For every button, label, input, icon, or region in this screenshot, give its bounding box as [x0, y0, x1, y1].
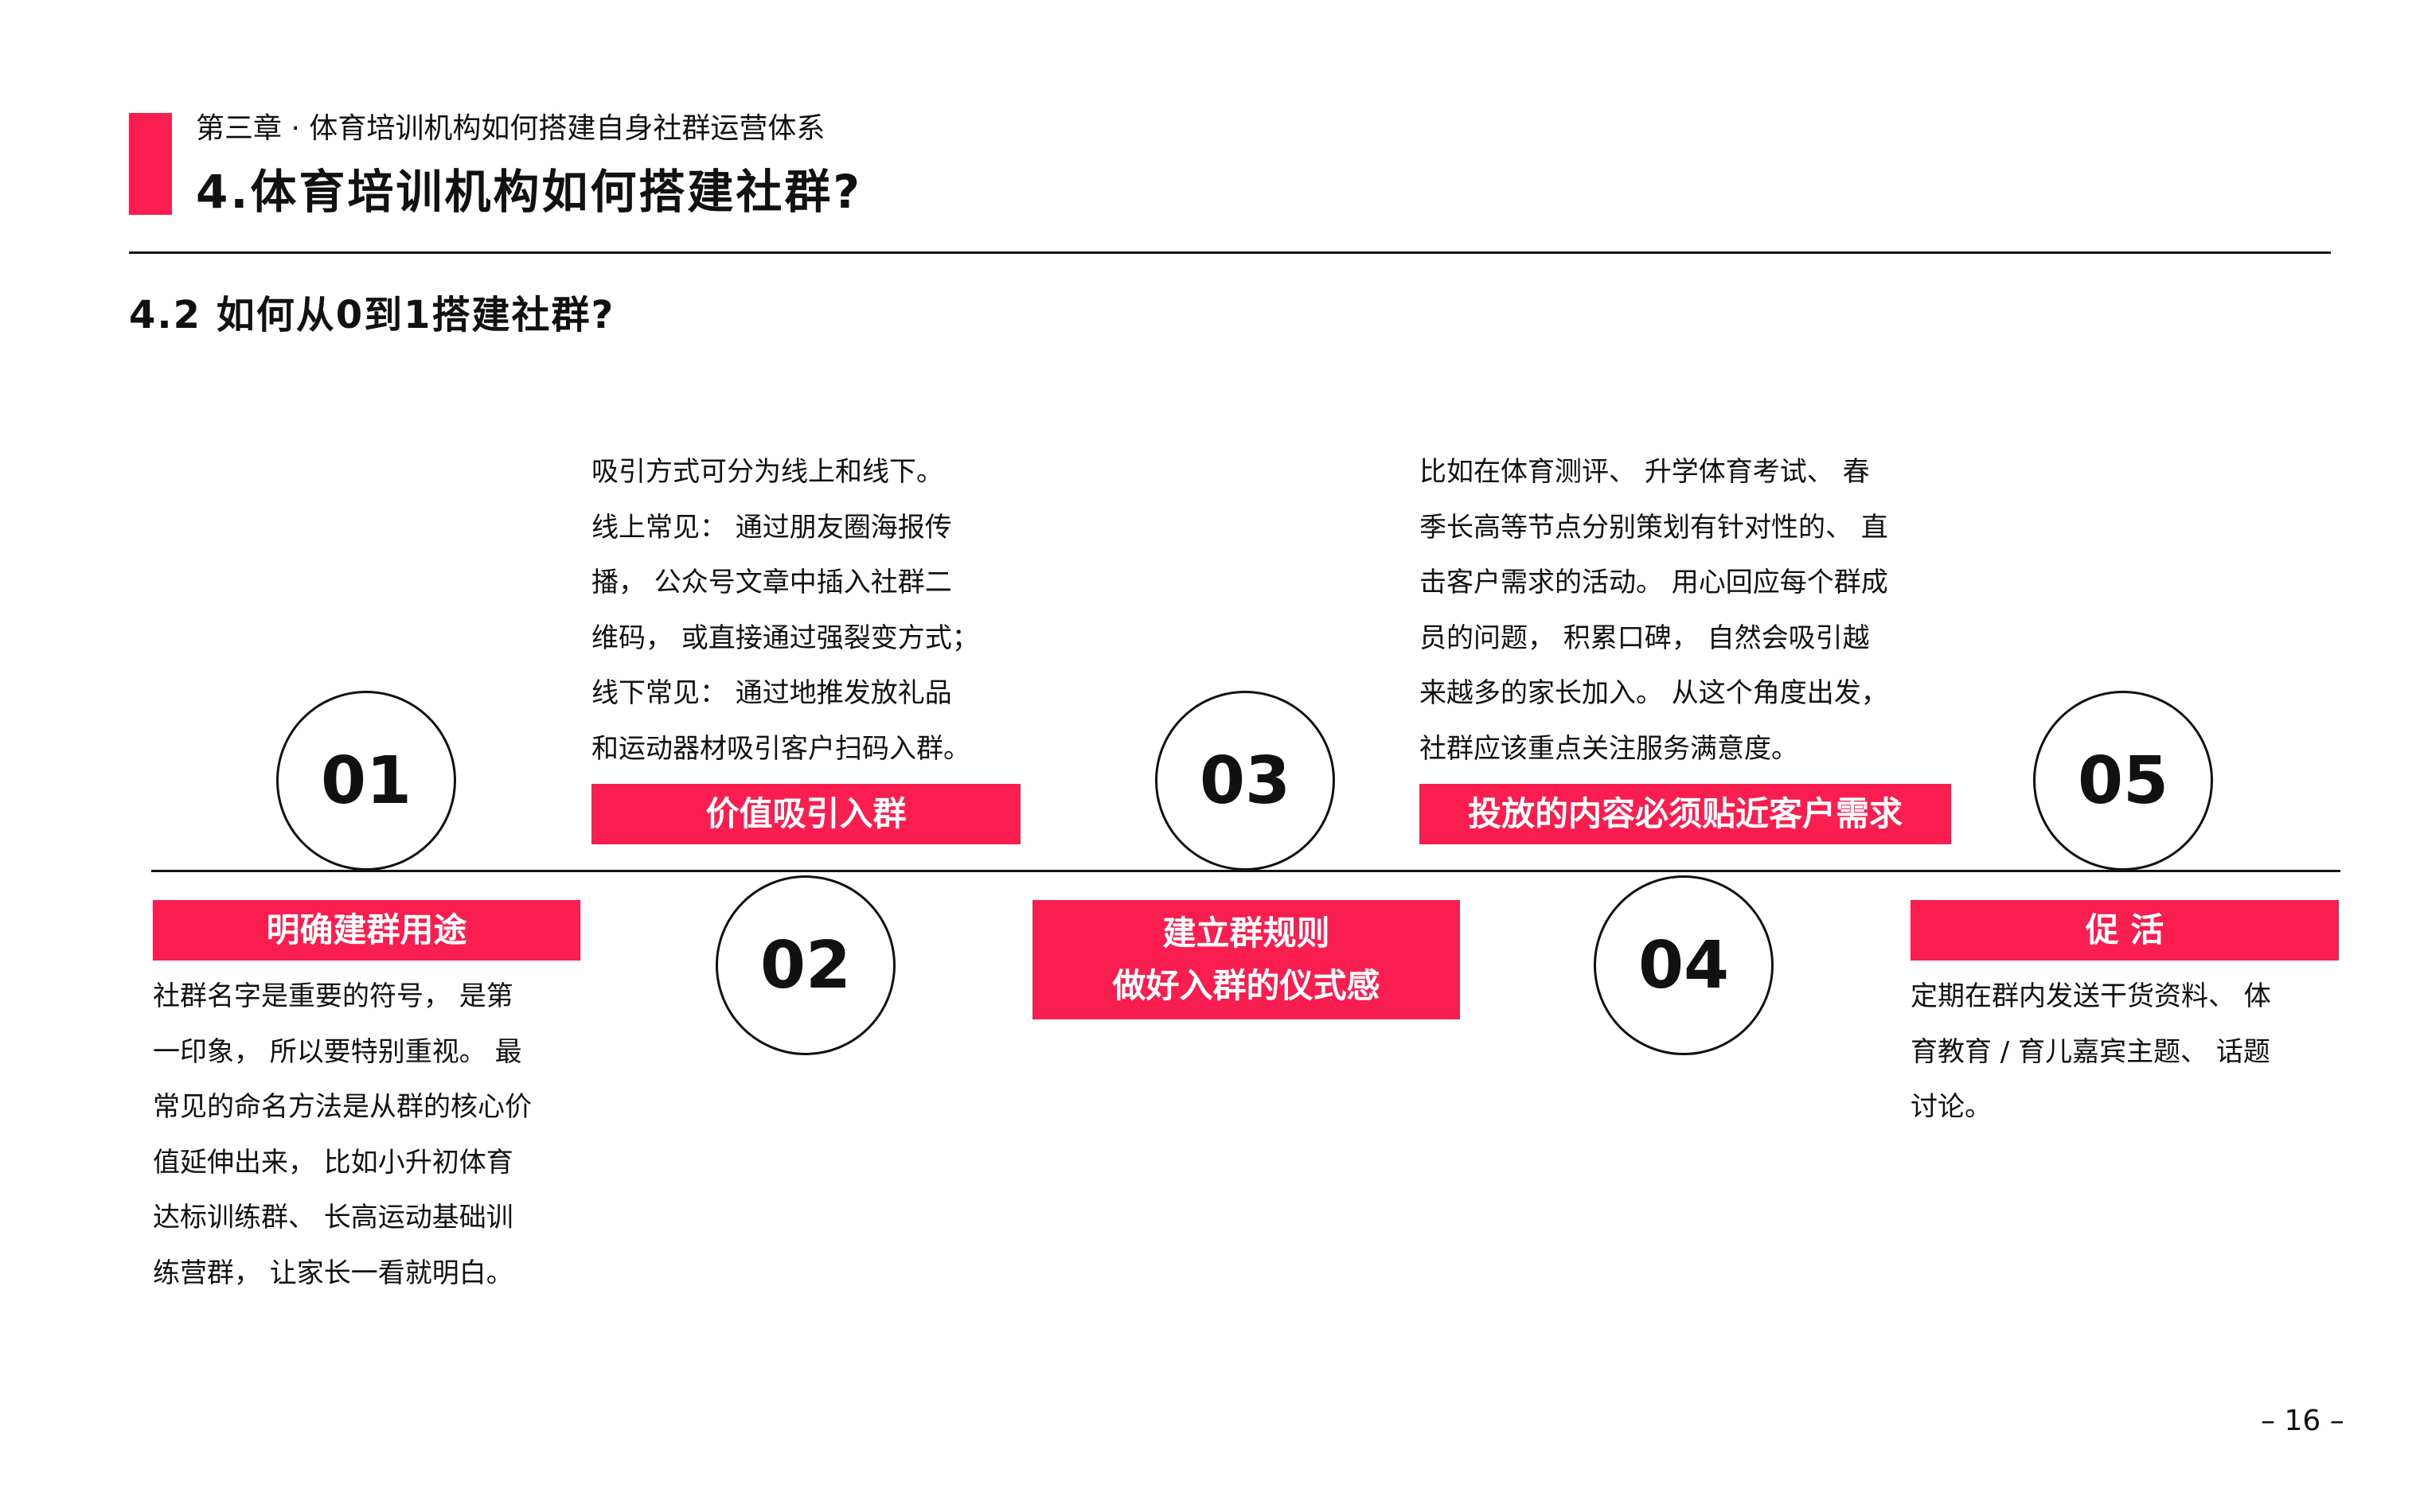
step-04-desc-line: 比如在体育测评、 升学体育考试、 春 [1419, 456, 1870, 488]
step-02-label-line: 价值吸引入群 [705, 794, 907, 833]
step-05-description: 定期在群内发送干货资料、 体 育教育 / 育儿嘉宾主题、 话题 讨论。 [1911, 969, 2271, 1136]
step-02-description: 吸引方式可分为线上和线下。 线上常见： 通过朋友圈海报传 播， 公众号文章中插入… [591, 445, 979, 777]
step-01-label: 明确建群用途 [153, 900, 580, 961]
step-04-desc-line: 员的问题， 积累口碑， 自然会吸引越 [1419, 622, 1870, 654]
step-04-desc-line: 季长高等节点分别策划有针对性的、 直 [1419, 511, 1888, 544]
title-divider [129, 251, 2331, 254]
step-01-label-line: 明确建群用途 [266, 910, 467, 949]
page-number: – 16 – [2261, 1405, 2344, 1437]
step-02-desc-line: 维码， 或直接通过强裂变方式； [591, 622, 979, 654]
step-04-desc-line: 社群应该重点关注服务满意度。 [1419, 732, 1798, 765]
step-04-label: 投放的内容必须贴近客户需求 [1419, 784, 1951, 844]
step-02-label: 价值吸引入群 [591, 784, 1021, 844]
step-04-desc-line: 击客户需求的活动。 用心回应每个群成 [1419, 567, 1888, 598]
page-title: 4.体育培训机构如何搭建社群? [196, 165, 863, 219]
step-03-label-line: 做好入群的仪式感 [1112, 966, 1380, 1005]
step-05-desc-line: 育教育 / 育儿嘉宾主题、 话题 [1911, 1035, 2270, 1068]
section-title: 4.2 如何从0到1搭建社群? [129, 293, 615, 337]
step-04-description: 比如在体育测评、 升学体育考试、 春 季长高等节点分别策划有针对性的、 直 击客… [1419, 445, 1888, 777]
step-02-desc-line: 吸引方式可分为线上和线下。 [591, 456, 943, 488]
step-05-number: 05 [2033, 691, 2213, 871]
title-accent-bar [129, 113, 172, 215]
step-04-label-line: 投放的内容必须贴近客户需求 [1467, 794, 1903, 833]
step-02-desc-line: 线上常见： 通过朋友圈海报传 [591, 511, 952, 544]
step-03-label-line: 建立群规则 [1162, 914, 1330, 953]
step-01-desc-line: 达标训练群、 长高运动基础训 [153, 1202, 513, 1233]
step-01-desc-line: 一印象， 所以要特别重视。 最 [153, 1035, 522, 1068]
step-03-number: 03 [1155, 691, 1335, 871]
step-02-number: 02 [716, 875, 896, 1055]
step-01-desc-line: 社群名字是重要的符号， 是第 [153, 980, 513, 1012]
step-05-desc-line: 定期在群内发送干货资料、 体 [1911, 980, 2271, 1012]
chapter-heading: 第三章 · 体育培训机构如何搭建自身社群运营体系 [196, 112, 826, 145]
step-04-desc-line: 来越多的家长加入。 从这个角度出发， [1419, 677, 1888, 709]
step-02-desc-line: 和运动器材吸引客户扫码入群。 [591, 732, 970, 765]
step-02-desc-line: 播， 公众号文章中插入社群二 [591, 567, 952, 598]
step-05-label-line: 促 活 [2085, 910, 2164, 949]
step-01-desc-line: 练营群， 让家长一看就明白。 [153, 1257, 513, 1289]
step-05-label: 促 活 [1911, 900, 2339, 961]
step-04-number: 04 [1594, 875, 1774, 1055]
step-05-desc-line: 讨论。 [1911, 1091, 1992, 1123]
timeline-line [151, 870, 2340, 872]
step-03-label: 建立群规则 做好入群的仪式感 [1032, 900, 1460, 1019]
step-01-desc-line: 常见的命名方法是从群的核心价 [153, 1091, 532, 1123]
step-01-desc-line: 值延伸出来， 比如小升初体育 [153, 1146, 513, 1179]
step-02-desc-line: 线下常见： 通过地推发放礼品 [591, 677, 952, 709]
step-01-number: 01 [276, 691, 456, 871]
step-01-description: 社群名字是重要的符号， 是第 一印象， 所以要特别重视。 最 常见的命名方法是从… [153, 969, 532, 1301]
